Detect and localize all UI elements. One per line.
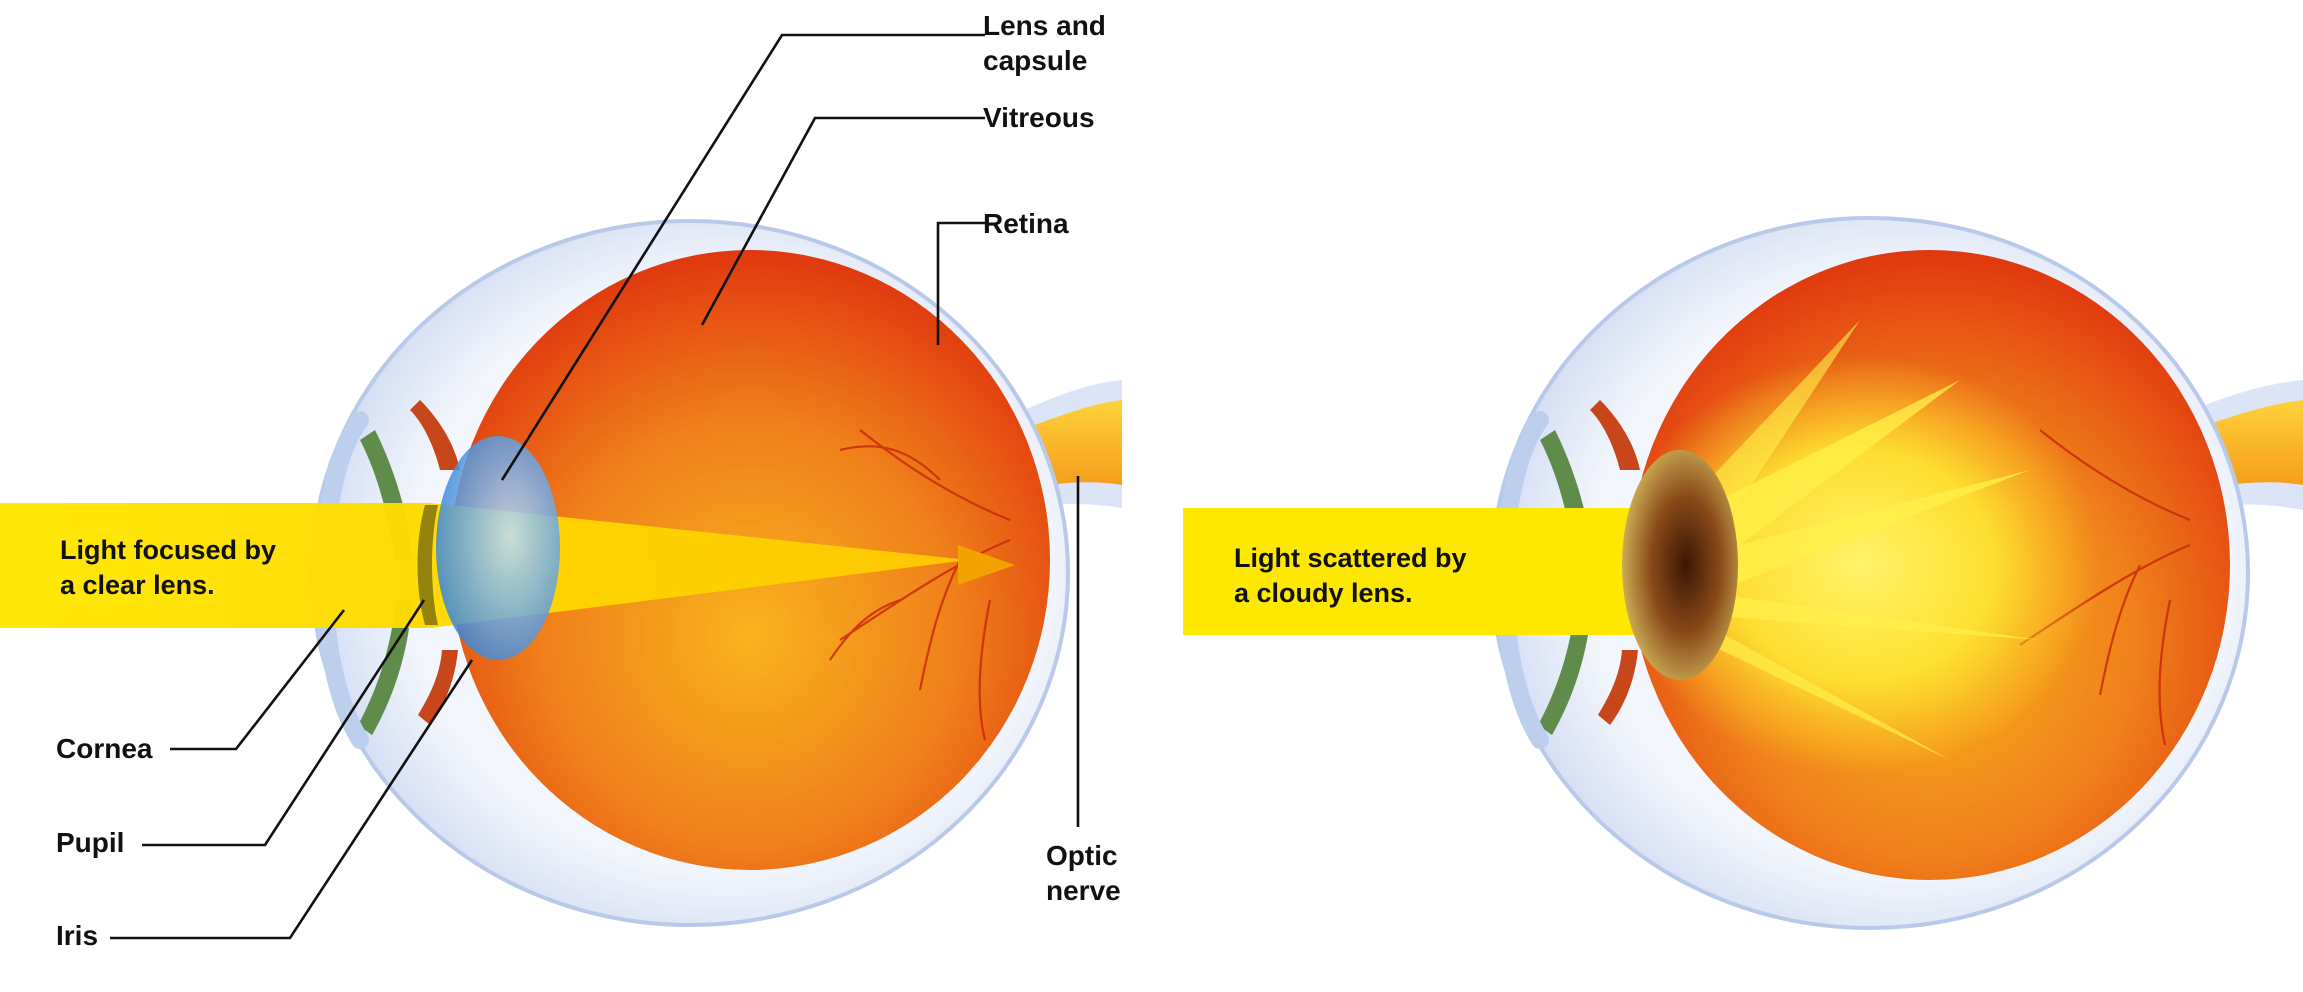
caption-cloudy-lens: Light scattered by a cloudy lens. [1234,543,1467,608]
focus-arrowhead [958,545,1015,585]
lens-leader [500,33,985,481]
iris-lower [358,600,412,735]
vitreous-leader [700,116,985,326]
pupil-leader [142,599,426,847]
clear-lens [436,436,560,660]
pupil [417,505,438,625]
retina-leader [936,221,985,345]
iris-leader [110,659,474,940]
retinal-vessels [829,429,1011,741]
label-pupil: Pupil [56,827,125,858]
leader-lines [110,33,1080,940]
label-lens-and-capsule: Lens and capsule [983,10,1106,76]
scattered-light [1620,320,2100,775]
left-eye [0,219,1122,927]
label-retina: Retina [983,208,1069,239]
cornea-leader [170,609,346,751]
right-eye [1183,216,2303,930]
ciliary-body-upper-right [1590,400,1640,470]
label-vitreous: Vitreous [983,102,1095,133]
ciliary-body-upper [410,400,460,470]
ciliary-body-lower [418,650,458,725]
label-optic-nerve: Optic nerve [1046,840,1121,906]
cloudy-lens [1622,450,1738,680]
ciliary-body-lower-right [1598,650,1638,725]
label-cornea: Cornea [56,733,153,764]
caption-clear-lens: Light focused by a clear lens. [60,535,276,600]
label-iris: Iris [56,920,99,951]
incoming-light-beam [1183,508,1640,635]
